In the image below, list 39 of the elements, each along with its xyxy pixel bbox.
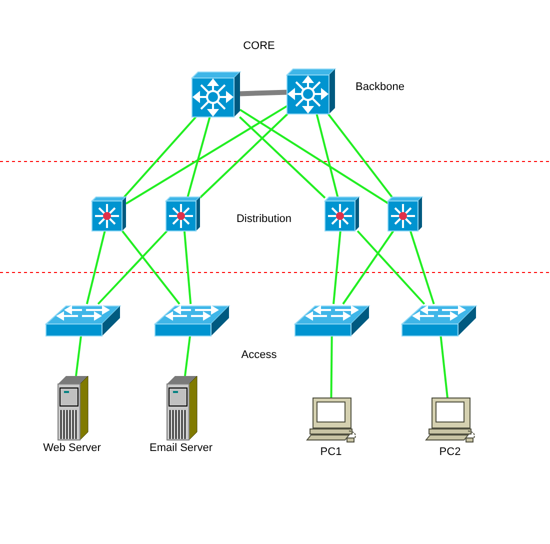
network-link xyxy=(123,116,197,198)
network-link xyxy=(410,230,435,304)
network-link xyxy=(122,230,180,305)
switch-icon xyxy=(155,304,229,336)
network-link xyxy=(199,113,288,198)
tier-label: Distribution xyxy=(236,213,292,225)
tier-label: CORE xyxy=(243,40,275,52)
network-link xyxy=(125,105,288,205)
network-link xyxy=(239,108,389,204)
network-link xyxy=(440,336,448,398)
core-switch-icon xyxy=(287,69,335,114)
multilayer-switch-icon xyxy=(388,197,422,231)
multilayer-switch-icon xyxy=(92,197,126,231)
network-link xyxy=(332,230,342,304)
tier-label: Backbone xyxy=(356,81,404,93)
network-link xyxy=(240,90,288,96)
multilayer-switch-icon xyxy=(166,197,200,231)
device-label: Email Server xyxy=(150,442,212,455)
device-label: Web Server xyxy=(43,442,101,455)
network-link xyxy=(327,113,393,198)
network-link xyxy=(97,230,168,305)
network-link xyxy=(186,116,211,198)
network-link xyxy=(86,230,106,304)
core-switch-icon xyxy=(192,72,240,117)
network-link xyxy=(342,230,394,305)
tier-label: Access xyxy=(241,349,277,361)
multilayer-switch-icon xyxy=(325,197,359,231)
network-link xyxy=(183,230,192,304)
network-link xyxy=(330,336,333,398)
switch-icon xyxy=(46,304,120,336)
network-link xyxy=(184,336,191,376)
switch-icon xyxy=(295,304,369,336)
device-label: PC1 xyxy=(320,446,342,459)
network-link xyxy=(75,336,82,376)
network-link xyxy=(316,114,339,198)
network-link xyxy=(239,116,326,199)
network-link xyxy=(356,230,426,305)
device-label: PC2 xyxy=(439,446,461,459)
switch-icon xyxy=(402,304,476,336)
